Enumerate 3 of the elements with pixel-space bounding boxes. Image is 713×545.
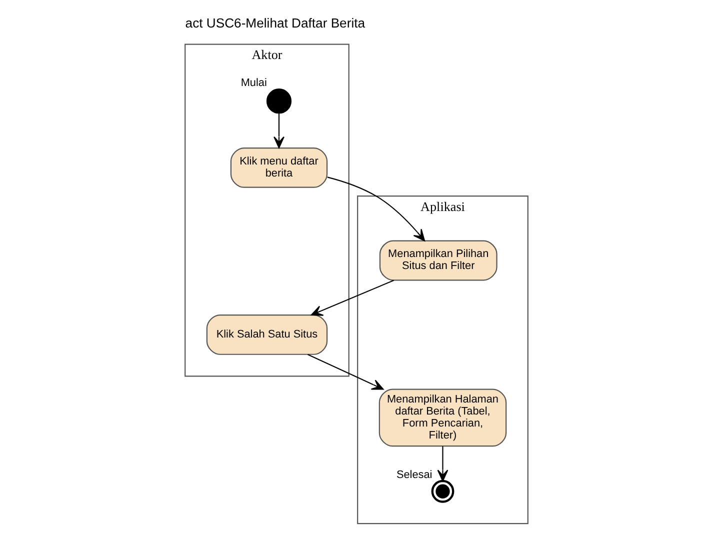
node-label: Mulai bbox=[240, 76, 267, 89]
diagram-title: act USC6-Melihat Daftar Berita bbox=[185, 16, 366, 31]
node-label: Selesai bbox=[396, 468, 432, 481]
